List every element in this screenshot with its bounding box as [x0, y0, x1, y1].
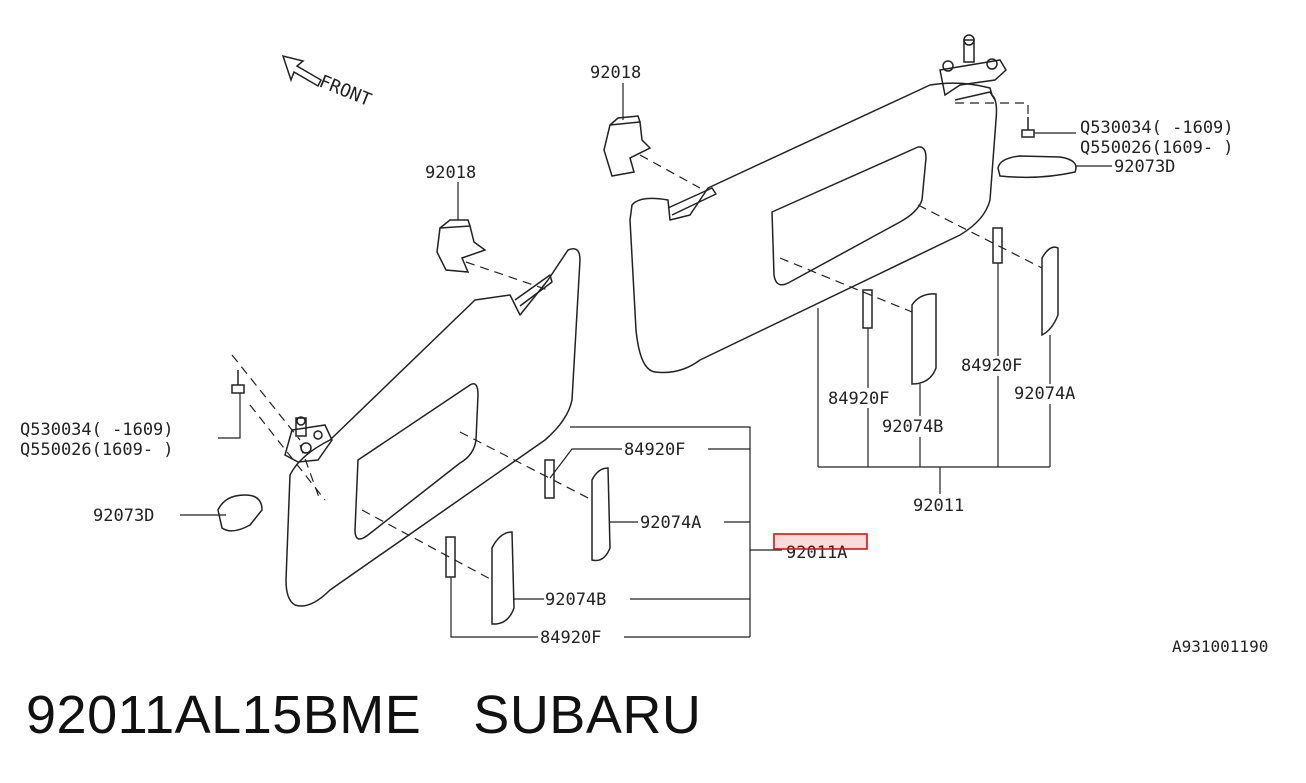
- label-92074b-left: 92074B: [545, 590, 606, 610]
- label-q550026-left: Q550026(1609- ): [20, 440, 174, 460]
- right-bolt-icon: [1021, 117, 1035, 138]
- left-leader-lines: [450, 426, 782, 638]
- label-84920f-left-2: 84920F: [540, 628, 601, 648]
- right-sun-visor: [629, 82, 998, 374]
- part-number: 92011AL15BME: [26, 685, 422, 745]
- label-92073d-left: 92073D: [93, 506, 154, 526]
- label-92074a-right: 92074A: [1014, 384, 1075, 404]
- front-label: FRONT: [316, 71, 374, 111]
- part-title: 92011AL15BME SUBARU: [26, 684, 701, 746]
- label-84920f-right-2: 84920F: [828, 389, 889, 409]
- label-92073d-right: 92073D: [1114, 157, 1175, 177]
- left-bolt-icon: [231, 370, 245, 394]
- left-guide-lines: [231, 261, 593, 581]
- highlight-box[interactable]: [773, 533, 868, 550]
- left-sun-visor: [285, 248, 581, 607]
- label-92011-right: 92011: [913, 496, 964, 516]
- drawing-code: A931001190: [1172, 637, 1268, 656]
- label-84920f-left-1: 84920F: [624, 440, 685, 460]
- label-q530034-left: Q530034( -1609): [20, 420, 174, 440]
- right-visor-clip: [603, 115, 652, 177]
- right-leader-lines: [817, 263, 1051, 494]
- label-q550026-right: Q550026(1609- ): [1080, 138, 1234, 158]
- right-guide-lines: [639, 102, 1043, 313]
- brand-name: SUBARU: [473, 685, 702, 745]
- label-92018-right: 92018: [590, 63, 641, 83]
- label-q530034-right: Q530034( -1609): [1080, 118, 1234, 138]
- left-hinge-cover: [217, 494, 263, 532]
- right-hinge-mount: [939, 34, 1007, 101]
- left-hinge-mount: [284, 416, 333, 463]
- label-92018-left: 92018: [425, 163, 476, 183]
- label-92074b-right: 92074B: [882, 417, 943, 437]
- label-92011a-left: 92011A: [786, 543, 847, 563]
- left-visor-clip: [436, 219, 487, 273]
- left-vanity-parts: [445, 459, 611, 625]
- right-hinge-cover: [997, 155, 1077, 179]
- label-92074a-left: 92074A: [640, 513, 701, 533]
- front-arrow-icon: [281, 54, 322, 88]
- label-84920f-right-1: 84920F: [961, 356, 1022, 376]
